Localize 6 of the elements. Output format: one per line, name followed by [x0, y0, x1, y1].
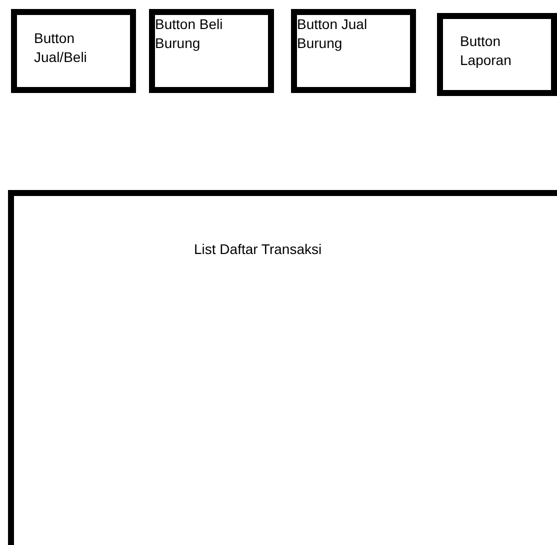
menu-button: Button Jual Burung: [291, 9, 416, 93]
menu-button: Button Laporan: [437, 13, 557, 96]
list-panel: [8, 190, 557, 545]
menu-button: Button Beli Burung: [149, 9, 274, 93]
menu-button: Button Jual/Beli: [11, 9, 136, 93]
list-heading: List Daftar Transaksi: [194, 240, 323, 259]
